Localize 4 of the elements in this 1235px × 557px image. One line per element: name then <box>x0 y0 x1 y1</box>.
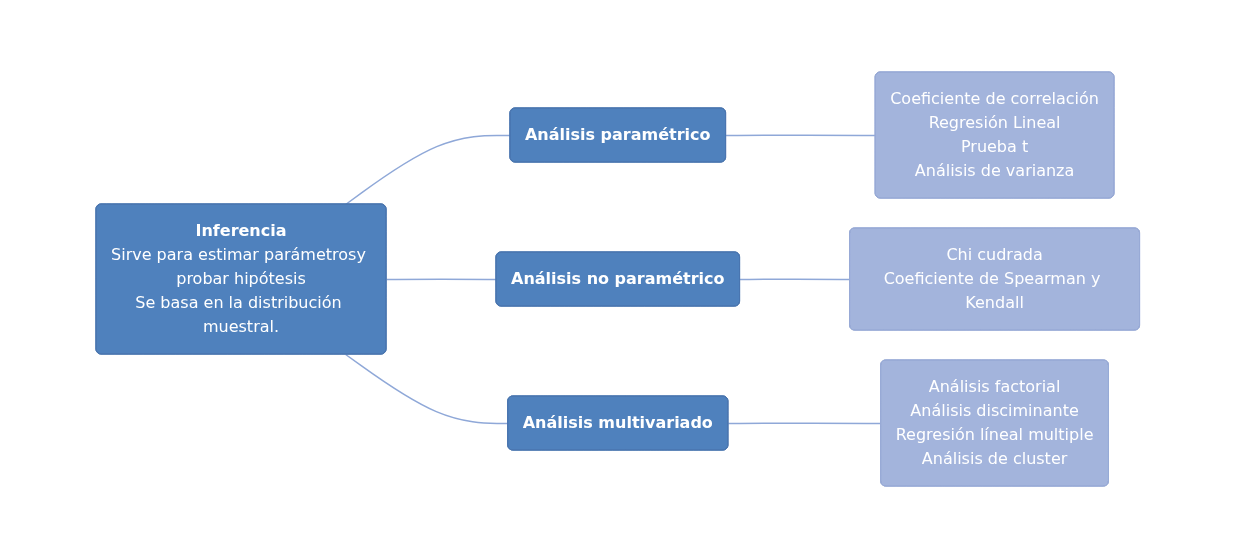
connector <box>344 353 509 424</box>
connector <box>739 277 851 280</box>
connector <box>385 277 497 280</box>
connector <box>727 421 882 424</box>
